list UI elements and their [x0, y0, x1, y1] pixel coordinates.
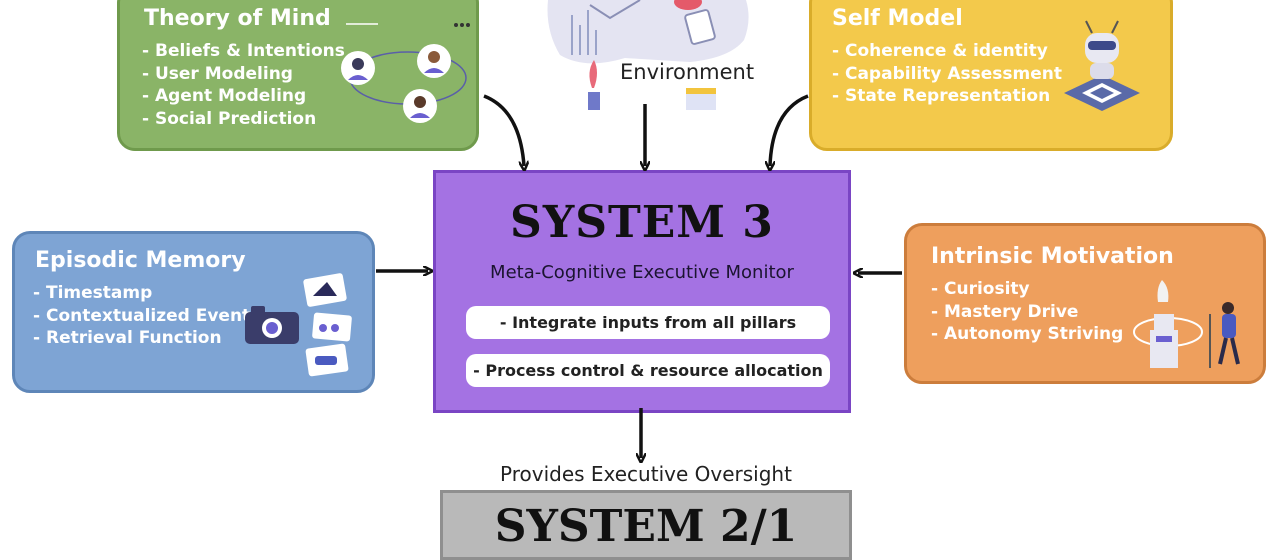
arrows-layer: [0, 0, 1280, 543]
arrow-self-model: [770, 96, 808, 166]
arrow-theory-of-mind: [484, 96, 524, 166]
